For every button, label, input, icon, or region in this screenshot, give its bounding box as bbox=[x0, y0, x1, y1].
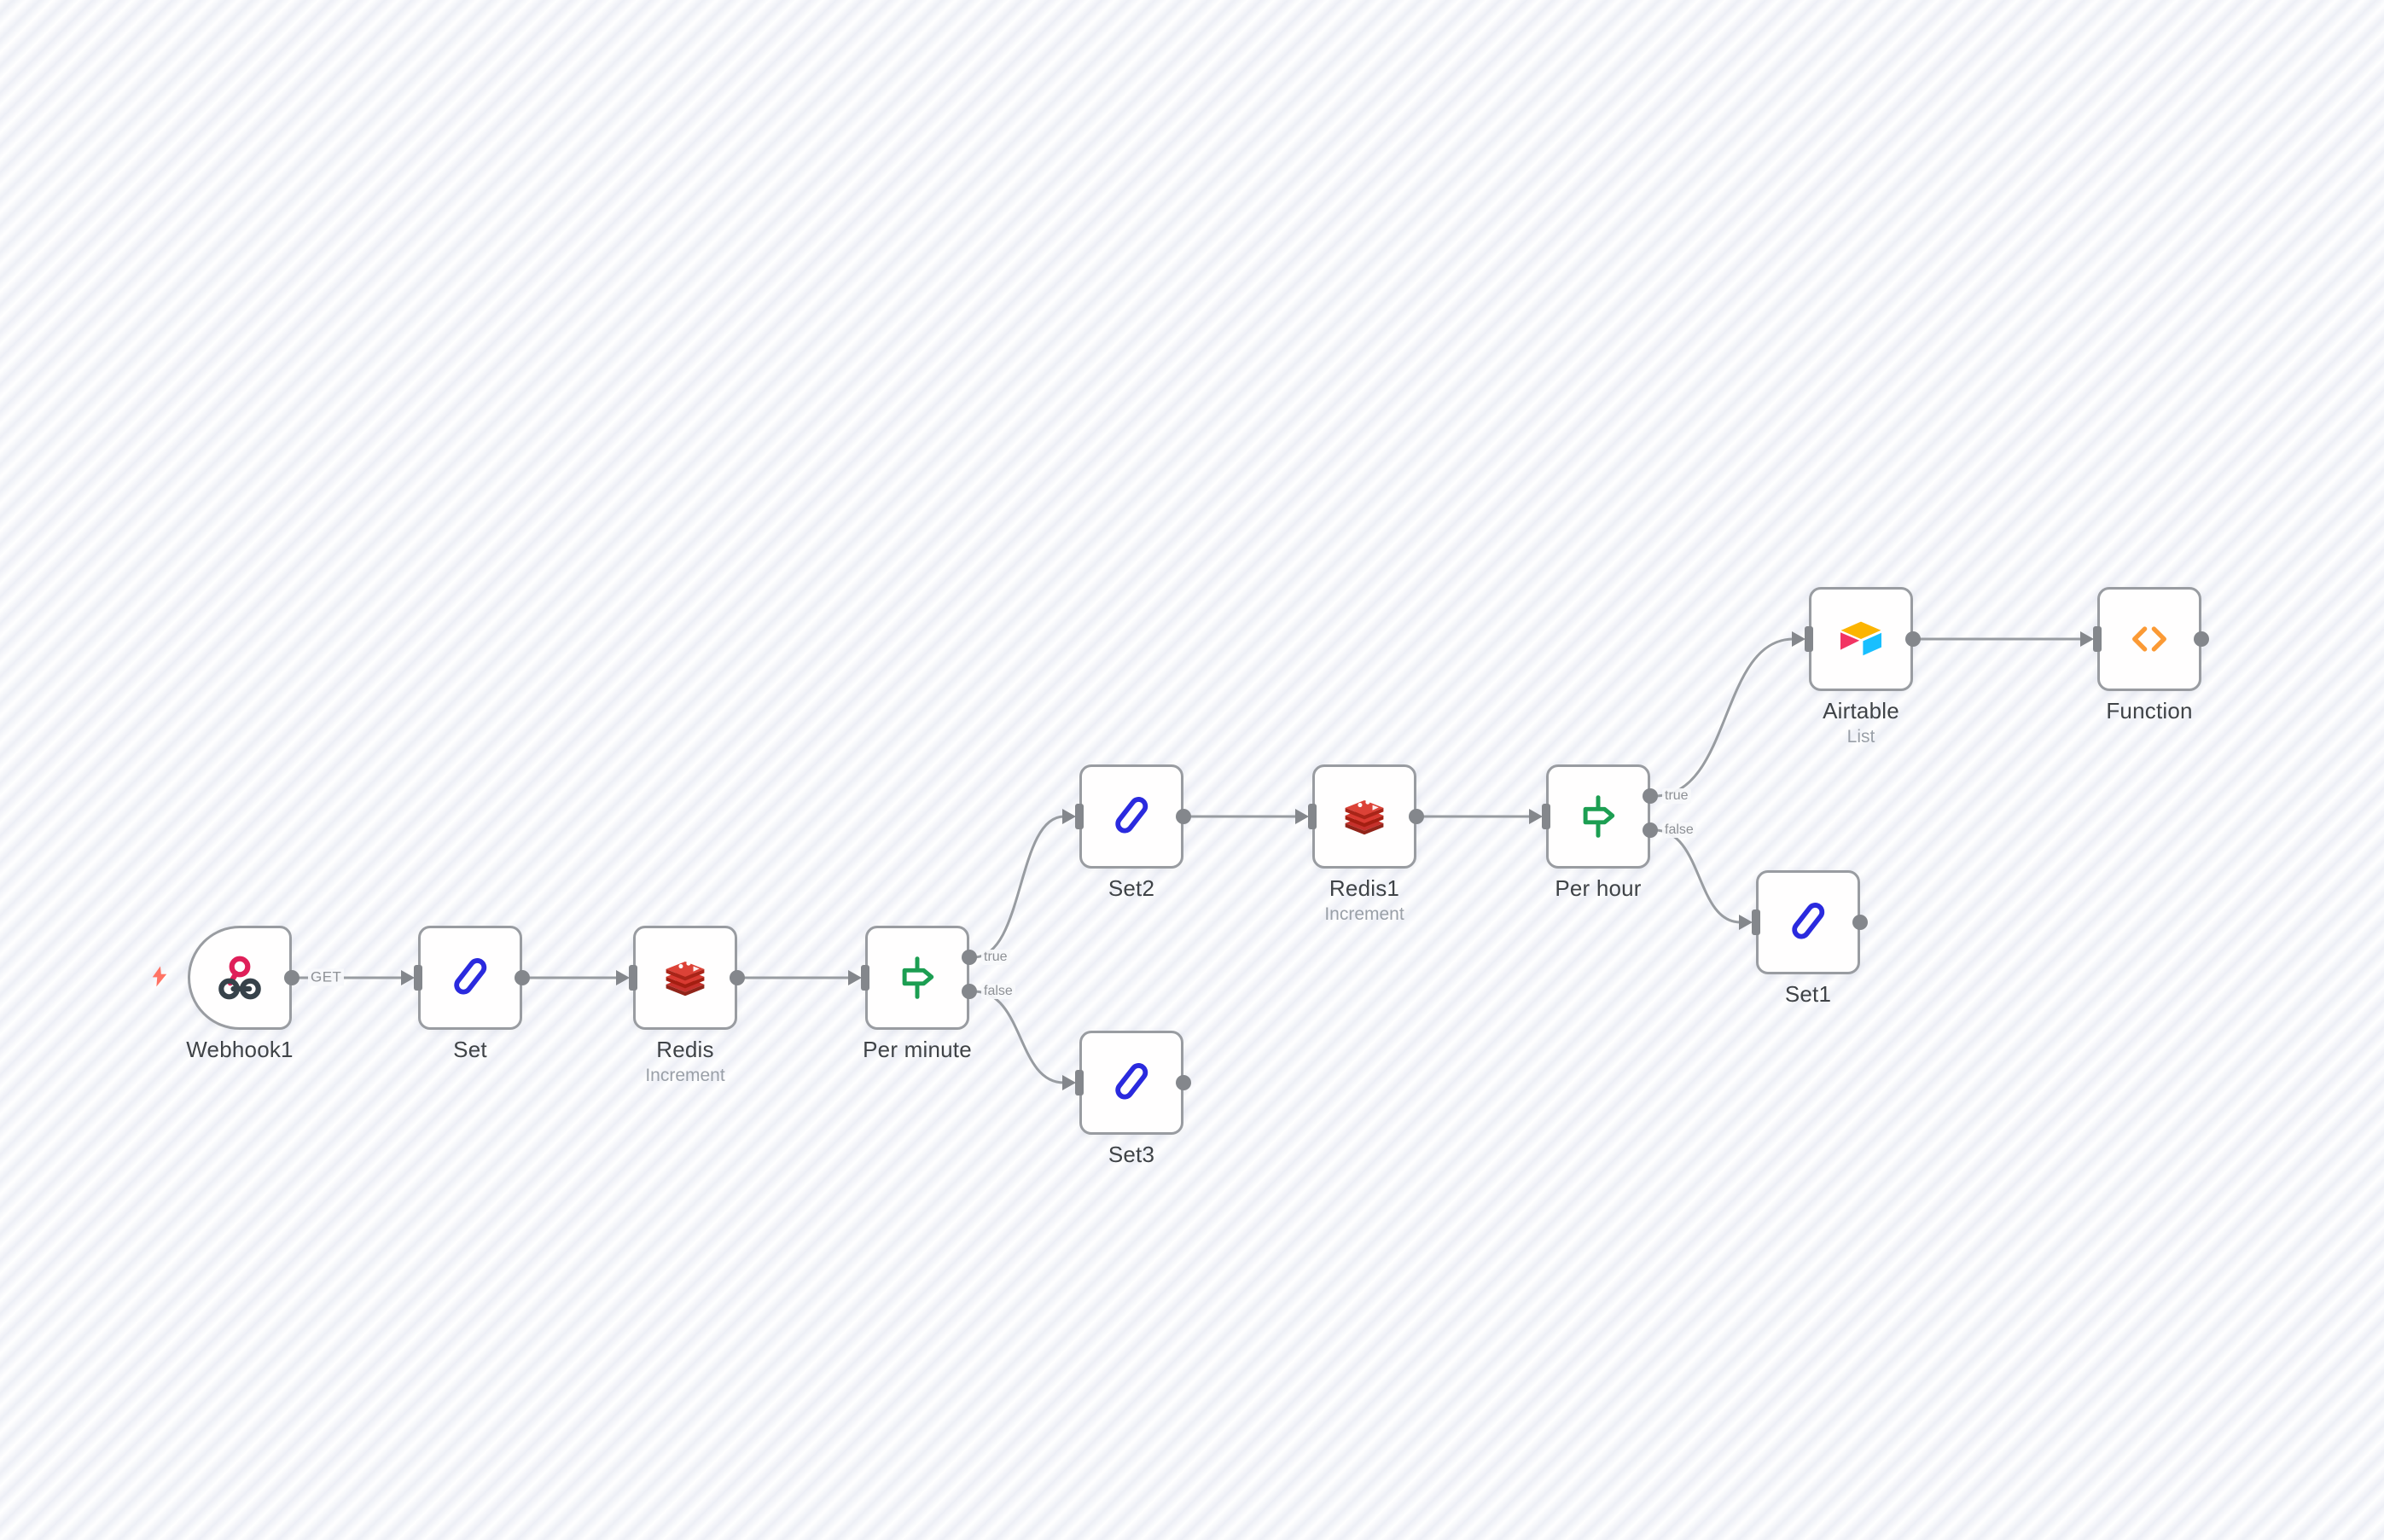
input-port[interactable] bbox=[1308, 804, 1317, 829]
node-title: Redis bbox=[656, 1037, 714, 1062]
pencil-icon bbox=[1781, 895, 1835, 950]
connection-arrowhead-icon bbox=[1529, 809, 1543, 824]
input-port[interactable] bbox=[2093, 626, 2102, 652]
node-title: Per minute bbox=[863, 1037, 972, 1062]
node-title: Set2 bbox=[1108, 875, 1155, 901]
output-port[interactable] bbox=[515, 970, 530, 985]
webhook-icon bbox=[213, 951, 266, 1004]
output-port[interactable] bbox=[1852, 915, 1868, 930]
node-body-per_minute[interactable] bbox=[865, 926, 969, 1030]
input-port[interactable] bbox=[1075, 1070, 1084, 1095]
output-port[interactable] bbox=[284, 970, 299, 985]
node-title: Airtable bbox=[1823, 698, 1899, 724]
connection-arrowhead-icon bbox=[848, 970, 862, 985]
input-port[interactable] bbox=[629, 965, 637, 991]
input-port[interactable] bbox=[1542, 804, 1550, 829]
output-port-true[interactable] bbox=[962, 950, 977, 965]
redis-icon bbox=[1340, 793, 1388, 840]
input-port[interactable] bbox=[861, 965, 869, 991]
redis-icon bbox=[661, 954, 709, 1002]
signpost-icon bbox=[1572, 790, 1625, 843]
output-port[interactable] bbox=[1409, 809, 1424, 824]
output-port[interactable] bbox=[1176, 1075, 1191, 1090]
output-port-label-true: true bbox=[1662, 788, 1691, 804]
lightning-bolt-icon bbox=[150, 965, 169, 987]
airtable-icon bbox=[1835, 613, 1887, 665]
connection-per_hour-to-set1[interactable] bbox=[1654, 828, 1741, 924]
node-body-function[interactable] bbox=[2097, 587, 2201, 691]
connection-per_minute-to-set2[interactable] bbox=[973, 815, 1065, 959]
node-title: Webhook1 bbox=[186, 1037, 294, 1062]
node-subtitle: List bbox=[1846, 727, 1875, 747]
node-set3[interactable]: Set3 bbox=[1075, 1031, 1191, 1167]
input-port[interactable] bbox=[1075, 804, 1084, 829]
input-port[interactable] bbox=[1805, 626, 1813, 652]
output-port[interactable] bbox=[1905, 631, 1921, 647]
node-set1[interactable]: Set1 bbox=[1752, 870, 1868, 1007]
pencil-icon bbox=[1104, 789, 1159, 844]
node-body-redis1[interactable] bbox=[1312, 764, 1416, 869]
connection-per_minute-to-set3[interactable] bbox=[973, 990, 1065, 1084]
node-body-set1[interactable] bbox=[1756, 870, 1860, 974]
connection-arrowhead-icon bbox=[1062, 1075, 1076, 1090]
output-port-true[interactable] bbox=[1643, 788, 1658, 804]
node-set2[interactable]: Set2 bbox=[1075, 764, 1191, 901]
input-port[interactable] bbox=[1752, 909, 1760, 935]
connection-arrowhead-icon bbox=[1062, 809, 1076, 824]
node-title: Set bbox=[453, 1037, 487, 1062]
connection-arrowhead-icon bbox=[1295, 809, 1309, 824]
output-port[interactable] bbox=[730, 970, 745, 985]
output-port-label-false: false bbox=[981, 984, 1015, 999]
output-port-label-false: false bbox=[1662, 822, 1696, 838]
node-webhook1[interactable]: Webhook1 bbox=[152, 926, 299, 1062]
connection-arrowhead-icon bbox=[616, 970, 630, 985]
node-body-set[interactable] bbox=[418, 926, 522, 1030]
node-title: Set1 bbox=[1784, 981, 1832, 1007]
node-body-per_hour[interactable] bbox=[1546, 764, 1650, 869]
output-port[interactable] bbox=[1176, 809, 1191, 824]
output-port[interactable] bbox=[2194, 631, 2209, 647]
pencil-icon bbox=[1104, 1055, 1159, 1110]
connection-label: GET bbox=[308, 968, 345, 986]
pencil-icon bbox=[443, 950, 497, 1005]
output-port-false[interactable] bbox=[962, 984, 977, 999]
input-port[interactable] bbox=[414, 965, 422, 991]
node-body-redis[interactable] bbox=[633, 926, 737, 1030]
connection-per_hour-to-airtable[interactable] bbox=[1654, 637, 1794, 798]
signpost-icon bbox=[891, 951, 944, 1004]
code-brackets-icon bbox=[2126, 616, 2172, 662]
connection-arrowhead-icon bbox=[1792, 631, 1805, 647]
node-body-webhook1[interactable] bbox=[188, 926, 292, 1030]
node-function[interactable]: Function bbox=[2093, 587, 2209, 724]
output-port-false[interactable] bbox=[1643, 822, 1658, 838]
node-title: Function bbox=[2106, 698, 2193, 724]
connection-arrowhead-icon bbox=[2080, 631, 2094, 647]
node-title: Redis1 bbox=[1329, 875, 1400, 901]
node-body-set3[interactable] bbox=[1079, 1031, 1183, 1135]
node-body-airtable[interactable] bbox=[1809, 587, 1913, 691]
node-set[interactable]: Set bbox=[414, 926, 530, 1062]
output-port-label-true: true bbox=[981, 950, 1010, 965]
node-subtitle: Increment bbox=[1324, 904, 1404, 924]
connection-arrowhead-icon bbox=[1739, 915, 1753, 930]
node-subtitle: Increment bbox=[645, 1066, 725, 1085]
node-title: Per hour bbox=[1555, 875, 1642, 901]
node-body-set2[interactable] bbox=[1079, 764, 1183, 869]
connection-arrowhead-icon bbox=[401, 970, 415, 985]
node-title: Set3 bbox=[1108, 1142, 1155, 1167]
